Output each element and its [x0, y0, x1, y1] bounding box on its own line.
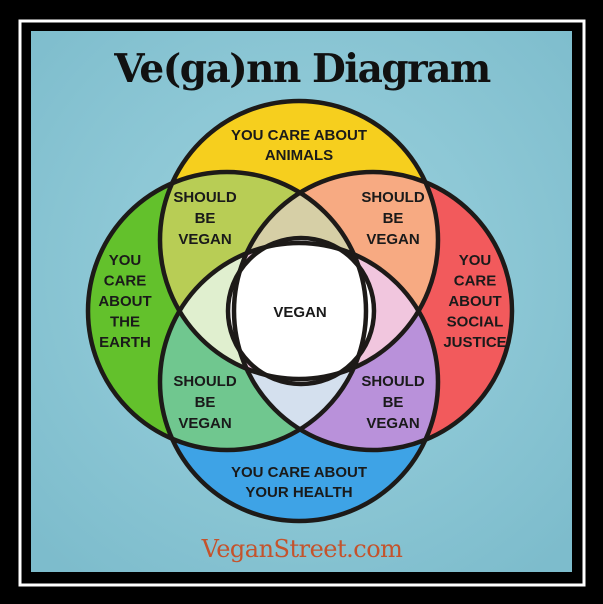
label-social-justice-line: SOCIAL	[447, 314, 504, 331]
label-earth-line: YOU	[109, 252, 142, 269]
label-should-be-vegan-br-line: SHOULD	[361, 373, 425, 390]
label-health-line: YOUR HEALTH	[245, 484, 352, 501]
label-should-be-vegan-tr-line: SHOULD	[361, 189, 425, 206]
label-should-be-vegan-bl-line: BE	[195, 394, 216, 411]
label-earth-line: THE	[110, 314, 140, 331]
label-earth-line: CARE	[104, 273, 147, 290]
label-social-justice-line: CARE	[454, 273, 497, 290]
diagram-title: Ve(ga)nn Diagram	[113, 46, 491, 92]
label-vegan-line: VEGAN	[273, 304, 326, 321]
label-should-be-vegan-tr-line: BE	[383, 210, 404, 227]
footer-website: VeganStreet.com	[201, 535, 404, 563]
label-earth-line: ABOUT	[98, 293, 151, 310]
label-should-be-vegan-tl-line: VEGAN	[178, 231, 231, 248]
label-should-be-vegan-tr-line: VEGAN	[366, 231, 419, 248]
label-should-be-vegan-tl-line: SHOULD	[173, 189, 237, 206]
label-social-justice-line: YOU	[459, 252, 492, 269]
label-social-justice-line: ABOUT	[448, 293, 501, 310]
venn-circles	[85, 98, 515, 524]
frame-white-line	[18, 19, 586, 587]
label-should-be-vegan-br-line: BE	[383, 394, 404, 411]
label-social-justice-line: JUSTICE	[443, 334, 506, 351]
label-should-be-vegan-br-line: VEGAN	[366, 415, 419, 432]
center-vegan-circle	[228, 238, 374, 384]
label-earth-line: EARTH	[99, 334, 151, 351]
label-should-be-vegan-tl-line: BE	[195, 210, 216, 227]
label-animals-line: ANIMALS	[265, 147, 333, 164]
label-animals-line: YOU CARE ABOUT	[231, 127, 367, 144]
label-should-be-vegan-bl-line: VEGAN	[178, 415, 231, 432]
label-should-be-vegan-bl-line: SHOULD	[173, 373, 237, 390]
label-health-line: YOU CARE ABOUT	[231, 464, 367, 481]
